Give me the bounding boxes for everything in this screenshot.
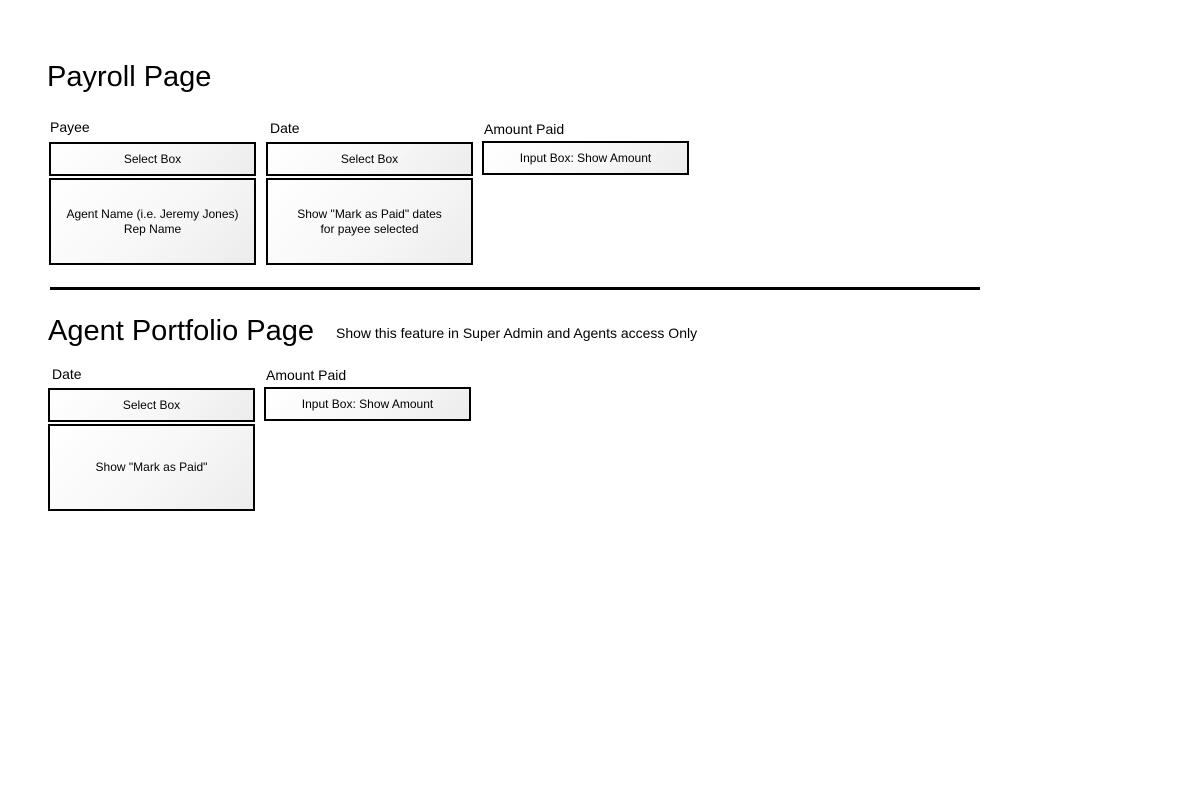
payroll-date-option-line2: for payee selected <box>320 221 419 236</box>
payroll-page-title: Payroll Page <box>47 61 212 93</box>
access-note: Show this feature in Super Admin and Age… <box>336 325 698 341</box>
payee-options-box[interactable]: Agent Name (i.e. Jeremy Jones) Rep Name <box>49 178 256 265</box>
agent-portfolio-page-title: Agent Portfolio Page <box>48 315 315 347</box>
payroll-date-label: Date <box>270 120 300 136</box>
portfolio-date-options-box[interactable]: Show "Mark as Paid" <box>48 424 255 511</box>
portfolio-date-select-box[interactable]: Select Box <box>48 388 255 422</box>
payee-option-agent-name: Agent Name (i.e. Jeremy Jones) <box>66 206 239 221</box>
payee-label: Payee <box>50 119 90 135</box>
payroll-date-select-box[interactable]: Select Box <box>266 142 473 176</box>
payroll-amount-label: Amount Paid <box>484 121 565 137</box>
portfolio-date-label: Date <box>52 366 82 382</box>
payee-option-rep-name: Rep Name <box>123 221 182 236</box>
payroll-date-options-box[interactable]: Show "Mark as Paid" dates for payee sele… <box>266 178 473 265</box>
payroll-amount-input-text: Input Box: Show Amount <box>519 150 652 165</box>
payroll-date-select-text: Select Box <box>340 151 399 166</box>
payroll-date-option-line1: Show "Mark as Paid" dates <box>297 206 442 221</box>
portfolio-amount-input-box[interactable]: Input Box: Show Amount <box>264 387 471 421</box>
portfolio-date-select-text: Select Box <box>122 397 181 412</box>
payroll-amount-input-box[interactable]: Input Box: Show Amount <box>482 141 689 175</box>
payee-select-box[interactable]: Select Box <box>49 142 256 176</box>
portfolio-date-option-text: Show "Mark as Paid" <box>95 460 208 474</box>
portfolio-amount-label: Amount Paid <box>266 367 347 383</box>
payee-select-text: Select Box <box>123 151 182 166</box>
portfolio-amount-input-text: Input Box: Show Amount <box>301 396 434 411</box>
section-divider <box>50 287 980 290</box>
